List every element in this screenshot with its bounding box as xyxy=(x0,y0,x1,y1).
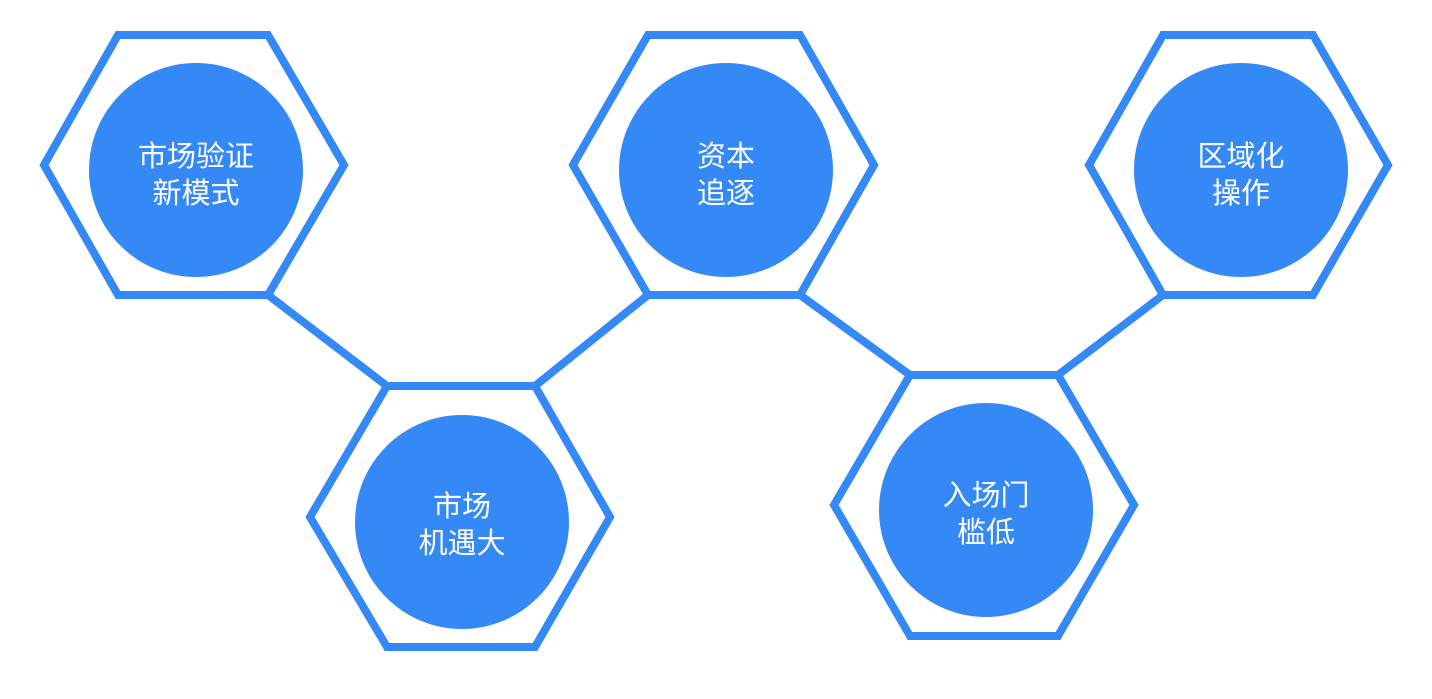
node-circle xyxy=(1134,63,1348,277)
connector-1-2 xyxy=(265,291,390,390)
connector-4-5 xyxy=(1055,291,1166,379)
connector-3-4 xyxy=(797,291,913,379)
node-label-line-1: 区域化 xyxy=(1197,139,1284,173)
node-label-line-1: 资本 xyxy=(697,139,755,173)
node-label-line-2: 机遇大 xyxy=(418,526,505,560)
node-label-line-2: 操作 xyxy=(1212,176,1270,210)
hex-node-market-validation: 市场验证 新模式 xyxy=(39,31,349,299)
node-circle xyxy=(89,63,303,277)
node-label-line-1: 入场门 xyxy=(942,478,1029,512)
node-circle xyxy=(619,63,833,277)
node-label-line-2: 新模式 xyxy=(152,176,239,210)
node-circle xyxy=(879,403,1093,617)
hex-node-capital-chase: 资本 追逐 xyxy=(568,31,879,299)
hex-node-market-opportunity: 市场 机遇大 xyxy=(305,382,615,651)
node-label-line-2: 追逐 xyxy=(697,176,755,210)
node-label-line-1: 市场验证 xyxy=(138,139,254,173)
node-label-line-1: 市场 xyxy=(433,489,491,523)
hex-node-low-entry: 入场门 槛低 xyxy=(829,371,1139,640)
node-circle xyxy=(355,415,569,629)
node-label-line-2: 槛低 xyxy=(957,515,1015,549)
connector-2-3 xyxy=(532,291,651,390)
hex-node-regional-operation: 区域化 操作 xyxy=(1084,31,1393,299)
